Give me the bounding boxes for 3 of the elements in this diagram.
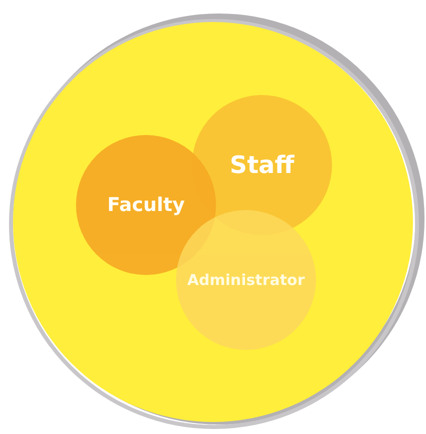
circle-label: Staff	[230, 151, 294, 179]
circle-label: Administrator	[187, 271, 305, 289]
circle-label: Faculty	[107, 194, 185, 216]
